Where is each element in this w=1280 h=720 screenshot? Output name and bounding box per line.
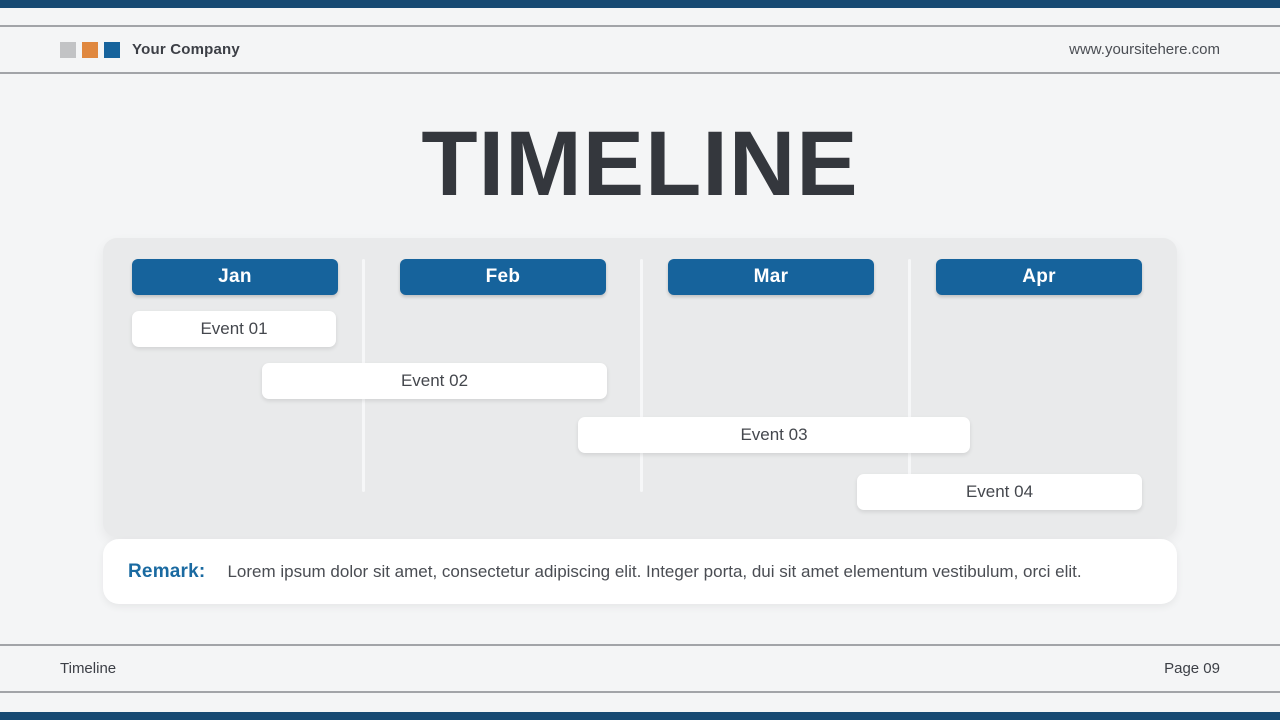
- page-title: TIMELINE: [421, 112, 859, 215]
- remark-label: Remark:: [128, 560, 206, 582]
- month-header-jan: Jan: [132, 259, 338, 295]
- event-bar-04: Event 04: [857, 474, 1142, 510]
- event-bar-01: Event 01: [132, 311, 336, 347]
- bottom-accent-bar: [0, 712, 1280, 720]
- logo-square-gray-icon: [60, 41, 76, 58]
- event-bar-03: Event 03: [578, 417, 970, 453]
- column-divider: [640, 259, 643, 492]
- top-accent-bar: [0, 0, 1280, 8]
- footer-slide-name: Timeline: [60, 660, 117, 677]
- column-divider: [908, 259, 911, 492]
- footer-page-number: Page 09: [1164, 660, 1220, 677]
- logo-square-blue-icon: [104, 41, 120, 58]
- remark-box: Remark: Lorem ipsum dolor sit amet, cons…: [103, 539, 1177, 604]
- logo-square-orange-icon: [82, 41, 98, 58]
- footer-band: Timeline Page 09: [0, 644, 1280, 693]
- company-name: Your Company: [132, 41, 240, 58]
- month-header-apr: Apr: [936, 259, 1142, 295]
- event-bar-02: Event 02: [262, 363, 607, 399]
- timeline-panel: Jan Feb Mar Apr Event 01 Event 02 Event …: [103, 238, 1177, 537]
- company-logo: [60, 41, 120, 58]
- remark-text: Lorem ipsum dolor sit amet, consectetur …: [227, 561, 1082, 581]
- header-band: Your Company www.yoursitehere.com: [0, 25, 1280, 74]
- website-url: www.yoursitehere.com: [1069, 41, 1220, 58]
- month-header-mar: Mar: [668, 259, 874, 295]
- month-header-feb: Feb: [400, 259, 606, 295]
